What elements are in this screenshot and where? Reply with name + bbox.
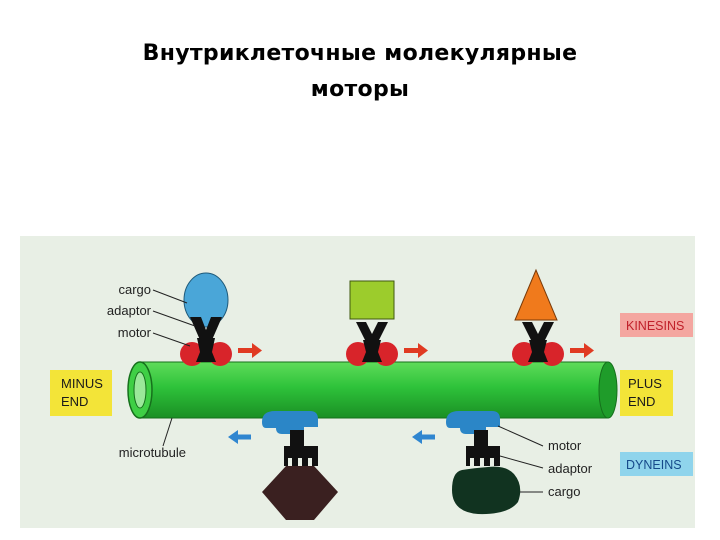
- microtubule: [127, 361, 618, 419]
- plus-end-line-1: PLUS: [628, 376, 662, 391]
- triangle-cargo: [514, 268, 558, 321]
- adaptor-comb: [284, 446, 318, 466]
- dyneins-label: DYNEINS: [626, 458, 682, 472]
- page-title-line-2: моторы: [310, 77, 410, 102]
- hexagon-cargo: [262, 466, 338, 520]
- motor-stalk: [196, 338, 216, 362]
- kinesin-round-cargo: [180, 272, 232, 366]
- minus-end-line-1: MINUS: [61, 376, 103, 391]
- kinesin-triangle-cargo: [512, 268, 564, 366]
- minus-end-box: MINUS END: [50, 370, 112, 416]
- right-arrow-icon: [404, 343, 428, 358]
- page-title: Внутриклеточные молекулярные моторы: [0, 36, 720, 108]
- kinesin-arrows: [238, 343, 594, 358]
- plus-end-line-2: END: [628, 394, 655, 409]
- adaptor-comb: [466, 446, 500, 466]
- dynein-arrows: [228, 430, 435, 444]
- label-cargo-top: cargo: [118, 282, 151, 297]
- blob-cargo: [452, 466, 521, 515]
- adaptor-v: [356, 322, 388, 342]
- dynein-hexagon-cargo: [262, 411, 338, 520]
- kinesin-square-cargo: [346, 280, 398, 366]
- dynein-blob-cargo: [446, 411, 521, 515]
- kinesins-label: KINESINS: [626, 319, 684, 333]
- kinesins-box: KINESINS: [620, 313, 693, 337]
- dynein-motor: [446, 411, 500, 434]
- motor-stalk: [528, 340, 548, 362]
- label-cargo-bottom: cargo: [548, 484, 581, 499]
- microtubule-lumen: [133, 371, 147, 409]
- label-motor-top: motor: [118, 325, 152, 340]
- page-title-line-1: Внутриклеточные молекулярные: [142, 41, 578, 66]
- microtubule-body: [139, 361, 609, 419]
- label-adaptor-top: adaptor: [107, 303, 152, 318]
- dynein-stalk: [474, 430, 488, 448]
- round-cargo: [183, 272, 229, 328]
- label-adaptor-bottom: adaptor: [548, 461, 593, 476]
- square-cargo: [349, 280, 395, 320]
- right-arrow-icon: [238, 343, 262, 358]
- plus-end-box: PLUS END: [620, 370, 673, 416]
- dynein-motor: [262, 411, 318, 434]
- microtubule-right-end: [598, 361, 618, 419]
- motor-stalk: [362, 340, 382, 362]
- dynein-stalk: [290, 430, 304, 448]
- minus-end-line-2: END: [61, 394, 88, 409]
- adaptor-v: [190, 317, 222, 340]
- leader-lines: [152, 289, 544, 493]
- left-arrow-icon: [228, 430, 251, 444]
- left-arrow-icon: [412, 430, 435, 444]
- dyneins-box: DYNEINS: [620, 452, 693, 476]
- label-motor-bottom: motor: [548, 438, 582, 453]
- label-microtubule: microtubule: [119, 445, 186, 460]
- right-arrow-icon: [570, 343, 594, 358]
- adaptor-v: [522, 322, 554, 342]
